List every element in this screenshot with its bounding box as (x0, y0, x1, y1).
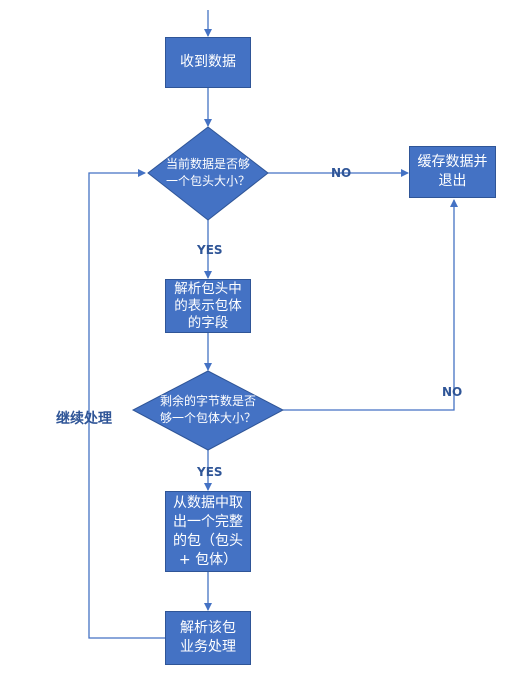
node-process-packet: 解析该包 业务处理 (165, 611, 251, 665)
edge-loop (88, 169, 165, 639)
label-no-1: NO (331, 166, 352, 180)
decision-check-header-label: 当前数据是否够 一个包头大小？ (165, 157, 250, 188)
decision-check-header-shape (147, 126, 269, 221)
label-yes-1: YES (197, 243, 223, 257)
node-cache-and-exit: 缓存数据并 退出 (409, 146, 496, 198)
node-parse-header: 解析包头中 的表示包体 的字段 (165, 279, 251, 333)
node-receive-data: 收到数据 (165, 37, 251, 88)
node-extract-packet: 从数据中取 出一个完整 的包（包头 + 包体） (165, 491, 251, 572)
label-no-2: NO (442, 385, 463, 399)
decision-check-body-label: 剩余的字节数是否 够一个包体大小？ (159, 394, 256, 425)
label-yes-2: YES (197, 465, 223, 479)
label-continue-loop: 继续处理 (56, 411, 112, 427)
decision-check-body-shape (131, 370, 285, 451)
edge-no-2 (283, 199, 458, 411)
